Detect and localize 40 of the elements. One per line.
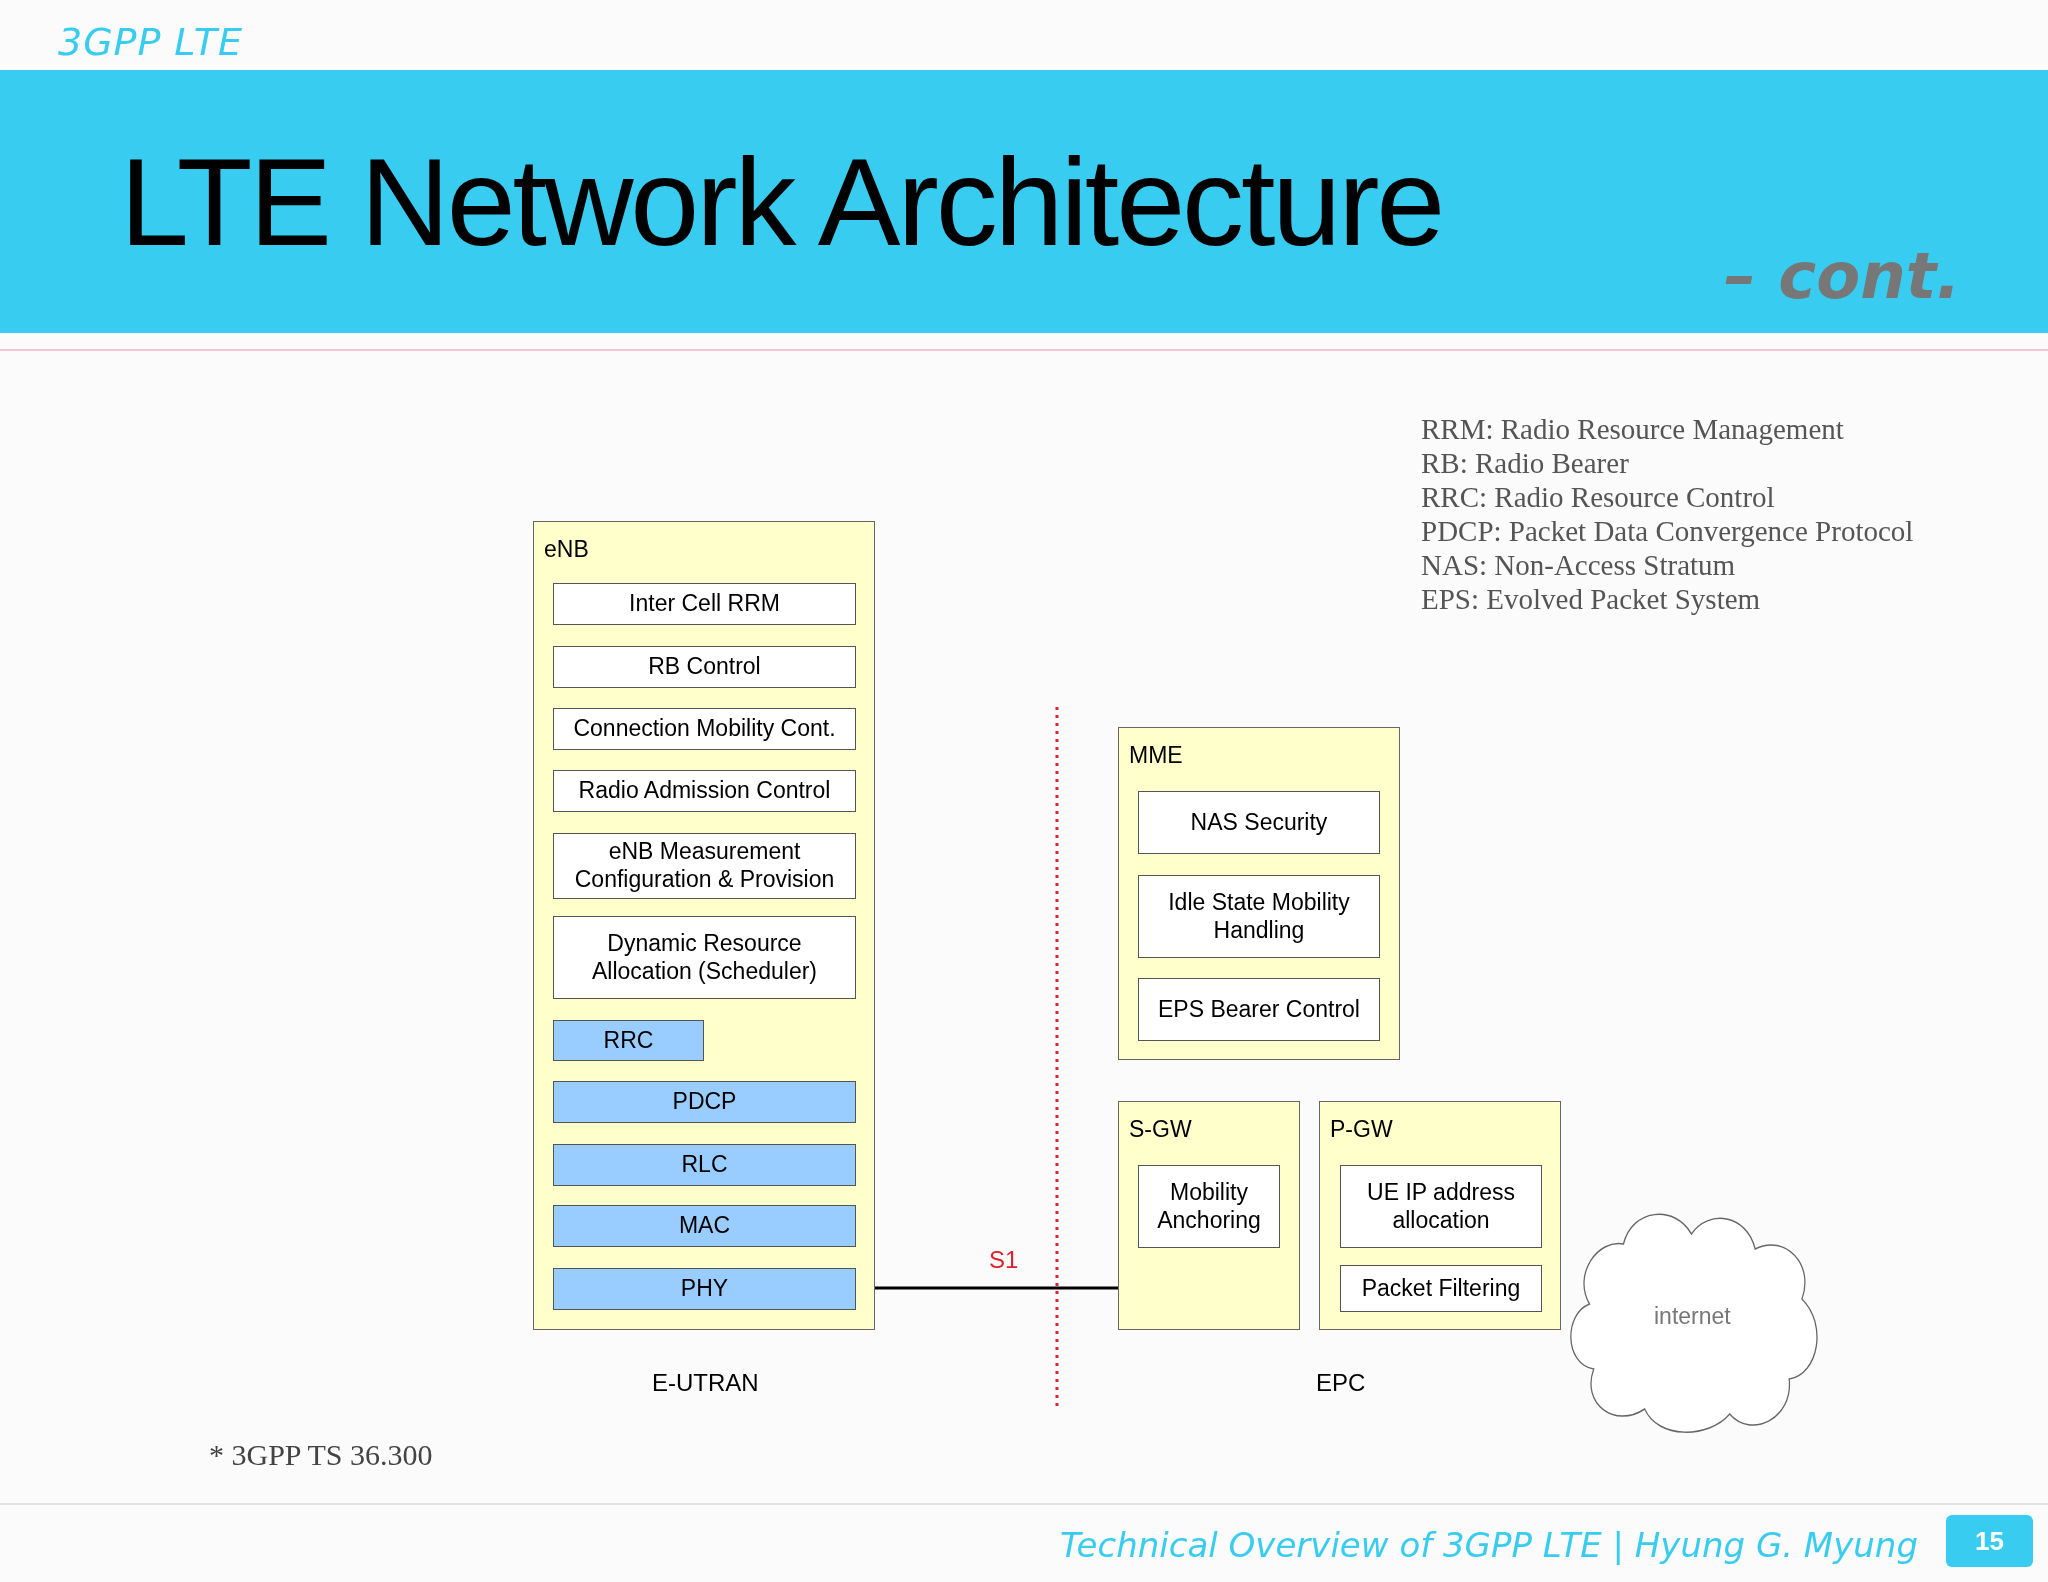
network-element-box bbox=[1118, 1101, 1300, 1330]
abbreviation-note: RB: Radio Bearer bbox=[1421, 446, 1630, 480]
abbreviation-note: EPS: Evolved Packet System bbox=[1421, 582, 1762, 616]
region-label: EPC bbox=[1316, 1368, 1366, 1398]
reference-note: * 3GPP TS 36.300 bbox=[209, 1437, 433, 1473]
slide-header: 3GPP LTE bbox=[58, 19, 243, 66]
protocol-layer-box: RLC bbox=[553, 1144, 856, 1186]
page-number-badge: 15 bbox=[1946, 1515, 2033, 1567]
network-element-box bbox=[1319, 1101, 1561, 1330]
function-box: NAS Security bbox=[1138, 791, 1380, 854]
footer-text: Technical Overview of 3GPP LTE | Hyung G. Myung bbox=[1060, 1524, 1918, 1567]
continued-note: – cont. bbox=[1724, 238, 1961, 315]
function-box: Connection Mobility Cont. bbox=[553, 708, 856, 750]
abbreviation-note: NAS: Non-Access Stratum bbox=[1421, 548, 1737, 582]
slide-title: LTE Network Architecture bbox=[120, 140, 1443, 264]
function-box: Idle State Mobility Handling bbox=[1138, 875, 1380, 958]
function-box: Mobility Anchoring bbox=[1138, 1165, 1280, 1248]
function-box: EPS Bearer Control bbox=[1138, 978, 1380, 1041]
function-box: Dynamic Resource Allocation (Scheduler) bbox=[553, 916, 856, 999]
abbreviation-note: PDCP: Packet Data Convergence Protocol bbox=[1421, 514, 1914, 548]
function-box: UE IP address allocation bbox=[1340, 1165, 1542, 1248]
protocol-layer-box: PDCP bbox=[553, 1081, 856, 1123]
network-element-box bbox=[533, 521, 875, 1330]
function-box: eNB Measurement Configuration & Provision bbox=[553, 833, 856, 899]
function-box: RB Control bbox=[553, 646, 856, 688]
function-box: Radio Admission Control bbox=[553, 770, 856, 812]
box-heading: MME bbox=[1129, 741, 1183, 770]
function-box: Packet Filtering bbox=[1340, 1265, 1542, 1312]
box-heading: P-GW bbox=[1330, 1115, 1393, 1144]
interface-line bbox=[875, 1286, 1118, 1290]
network-element-box bbox=[1118, 727, 1400, 1060]
box-heading: eNB bbox=[544, 535, 589, 564]
region-label: E-UTRAN bbox=[652, 1368, 759, 1398]
abbreviation-note: RRC: Radio Resource Control bbox=[1421, 480, 1776, 514]
protocol-layer-box: MAC bbox=[553, 1205, 856, 1247]
abbreviation-note: RRM: Radio Resource Management bbox=[1421, 412, 1845, 446]
function-box: Inter Cell RRM bbox=[553, 583, 856, 625]
box-heading: S-GW bbox=[1129, 1115, 1192, 1144]
protocol-layer-box: PHY bbox=[553, 1268, 856, 1310]
protocol-layer-box: RRC bbox=[553, 1020, 704, 1061]
